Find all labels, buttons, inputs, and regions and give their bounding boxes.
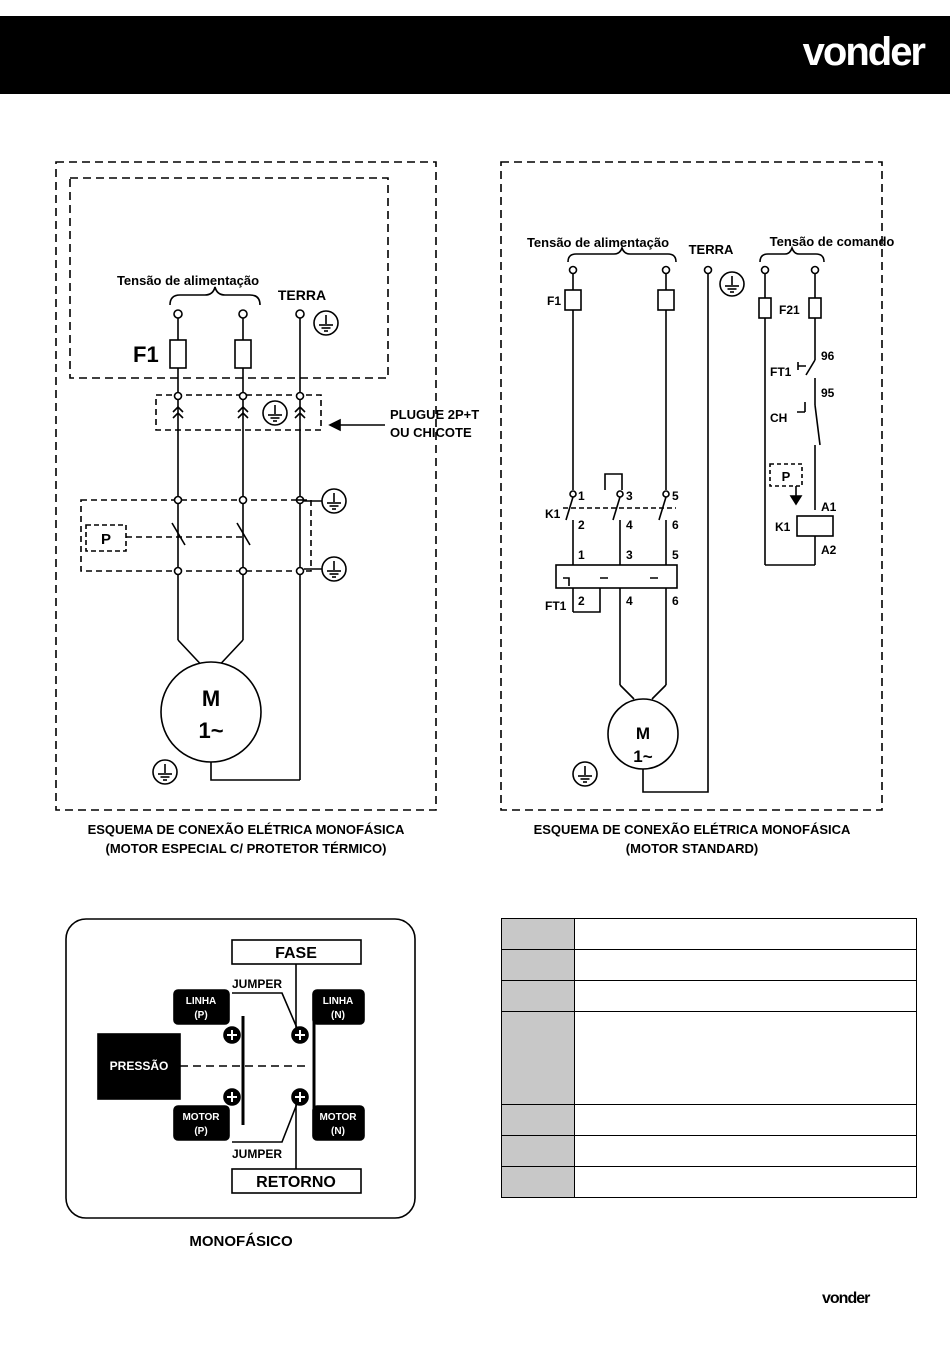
right-ft-terminal-4: 4 [626, 594, 633, 608]
right-terminal-2: 2 [578, 518, 585, 532]
right-ft-terminal-1: 1 [578, 548, 585, 562]
header-bar: vonder [0, 16, 950, 94]
linha-n-label-2: (N) [331, 1010, 345, 1021]
table-key-cell [501, 1011, 575, 1105]
table-row [501, 1011, 917, 1105]
right-ft-terminal-5: 5 [672, 548, 679, 562]
right-terminal-4: 4 [626, 518, 633, 532]
table-row [501, 1135, 917, 1167]
table-value-cell [574, 980, 917, 1012]
brand-logo: vonder [802, 30, 926, 74]
right-a1: A1 [821, 500, 837, 514]
table-row [501, 980, 917, 1012]
right-contactor-label: K1 [545, 507, 561, 521]
right-switch-label: CH [770, 411, 787, 425]
motor-p-label-1: MOTOR [182, 1112, 220, 1123]
left-supply-label: Tensão de alimentação [117, 273, 259, 288]
left-plug-label-2: OU CHICOTE [390, 425, 472, 440]
right-earth-label: TERRA [689, 242, 734, 257]
fase-label: FASE [275, 945, 317, 962]
left-caption-1: ESQUEMA DE CONEXÃO ELÉTRICA MONOFÁSICA [88, 822, 405, 837]
right-fuse2-label: F21 [779, 303, 800, 317]
table-key-cell [501, 1135, 575, 1167]
table-value-cell [574, 1104, 917, 1136]
table-key-cell [501, 918, 575, 950]
table-row [501, 918, 917, 950]
right-pressure-label: P [782, 469, 791, 484]
right-ft-terminal-2: 2 [578, 594, 585, 608]
right-diagram [500, 161, 883, 811]
left-plug-label-1: PLUGUE 2P+T [390, 407, 479, 422]
table-key-cell [501, 1104, 575, 1136]
retorno-label: RETORNO [256, 1174, 336, 1191]
table-row [501, 1104, 917, 1136]
right-fuse-label: F1 [547, 294, 561, 308]
left-earth-label: TERRA [278, 287, 326, 303]
table-value-cell [574, 1166, 917, 1198]
right-caption-2: (MOTOR STANDARD) [626, 841, 758, 856]
linha-n-label-1: LINHA [323, 996, 354, 1007]
wiring-box [65, 918, 416, 1219]
monofasico-caption: MONOFÁSICO [189, 1233, 293, 1250]
left-motor-label: M [202, 686, 220, 711]
legend-table [501, 918, 917, 1198]
right-t96: 96 [821, 349, 835, 363]
right-motor-phase: 1~ [633, 747, 652, 766]
right-terminal-6: 6 [672, 518, 679, 532]
right-caption-1: ESQUEMA DE CONEXÃO ELÉTRICA MONOFÁSICA [534, 822, 851, 837]
left-motor-phase: 1~ [198, 718, 223, 743]
jumper-bottom-label: JUMPER [232, 1147, 282, 1161]
left-pressure-label: P [101, 531, 111, 548]
right-ft-terminal-3: 3 [626, 548, 633, 562]
table-row [501, 1166, 917, 1198]
jumper-top-label: JUMPER [232, 977, 282, 991]
right-command-label: Tensão de comando [770, 234, 895, 249]
table-value-cell [574, 1011, 917, 1105]
left-caption-2: (MOTOR ESPECIAL C/ PROTETOR TÉRMICO) [106, 841, 387, 856]
left-diagram [55, 161, 437, 811]
right-overload-contact-label: FT1 [770, 365, 792, 379]
table-key-cell [501, 1166, 575, 1198]
right-motor-label: M [636, 724, 650, 743]
pressao-label: PRESSÃO [110, 1058, 169, 1073]
right-supply-label: Tensão de alimentação [527, 235, 669, 250]
right-a2: A2 [821, 543, 837, 557]
table-value-cell [574, 1135, 917, 1167]
motor-p-label-2: (P) [194, 1126, 207, 1137]
right-terminal-5: 5 [672, 489, 679, 503]
right-overload-label: FT1 [545, 599, 567, 613]
right-terminal-1: 1 [578, 489, 585, 503]
table-key-cell [501, 949, 575, 981]
table-value-cell [574, 918, 917, 950]
right-terminal-3: 3 [626, 489, 633, 503]
linha-p-label-2: (P) [194, 1010, 207, 1021]
right-ft-terminal-6: 6 [672, 594, 679, 608]
left-fuse-label: F1 [133, 342, 159, 367]
table-value-cell [574, 949, 917, 981]
table-key-cell [501, 980, 575, 1012]
table-row [501, 949, 917, 981]
footer-brand-logo: vonder [822, 1290, 870, 1307]
motor-n-label-2: (N) [331, 1126, 345, 1137]
motor-n-label-1: MOTOR [319, 1112, 357, 1123]
right-coil-label: K1 [775, 520, 791, 534]
right-t95: 95 [821, 386, 835, 400]
linha-p-label-1: LINHA [186, 996, 217, 1007]
